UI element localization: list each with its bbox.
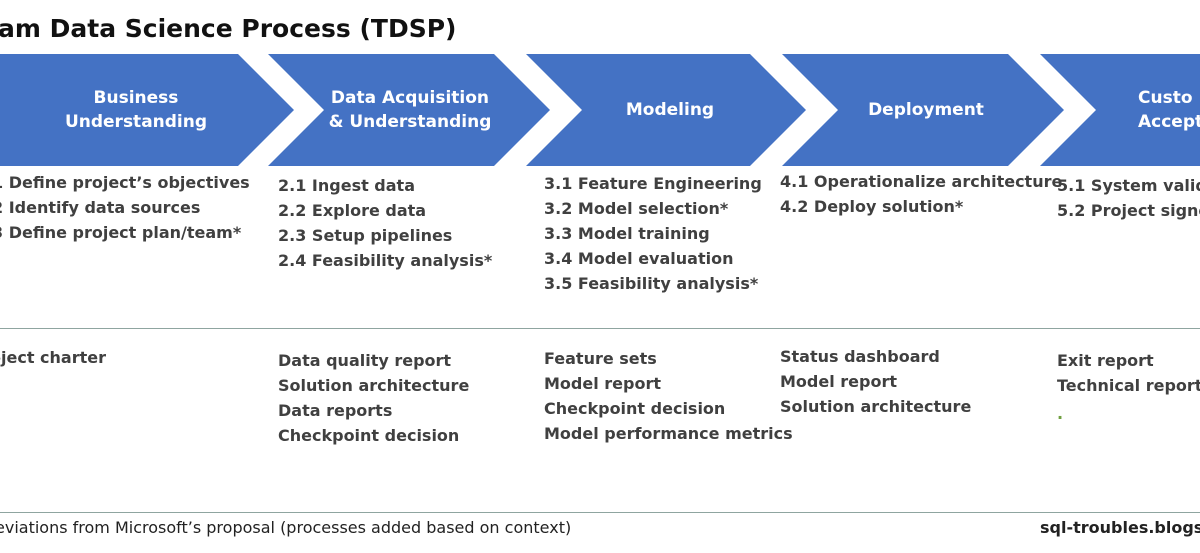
deliverable-item: Exit report: [1057, 351, 1154, 370]
step-item: 3 Define project plan/team*: [0, 223, 242, 242]
deliverables-data-acquisition: Data quality report Solution architectur…: [278, 348, 469, 448]
step-item: 2.3 Setup pipelines: [278, 226, 453, 245]
deliverables-business-understanding: oject charter: [0, 345, 106, 370]
footer-site: sql-troubles.blogsp: [1040, 518, 1200, 537]
deliverable-item: Model performance metrics: [544, 424, 793, 443]
deliverables-deployment: Status dashboard Model report Solution a…: [780, 344, 971, 419]
step-item: 2.1 Ingest data: [278, 176, 415, 195]
section-divider: [0, 328, 1200, 329]
steps-customer-acceptance: 5.1 System valida 5.2 Project signo: [1057, 173, 1200, 223]
deliverable-item: Data reports: [278, 401, 393, 420]
phase-label-customer-acceptance: Custo Accepta: [1138, 88, 1200, 132]
deliverables-modeling: Feature sets Model report Checkpoint dec…: [544, 346, 793, 446]
deliverable-item: Checkpoint decision: [278, 426, 460, 445]
step-item: 3.4 Model evaluation: [544, 249, 734, 268]
deliverable-item: Checkpoint decision: [544, 399, 726, 418]
step-item: 4.1 Operationalize architecture: [780, 172, 1063, 191]
phase-arrow-2: [268, 54, 550, 166]
step-item: 1 Define project’s objectives: [0, 173, 250, 192]
step-item: 3.1 Feature Engineering: [544, 174, 762, 193]
deliverable-item: Model report: [544, 374, 661, 393]
step-item: 5.1 System valida: [1057, 176, 1200, 195]
phase-label-deployment: Deployment: [868, 100, 984, 120]
green-dot: .: [1057, 404, 1064, 423]
steps-data-acquisition: 2.1 Ingest data 2.2 Explore data 2.3 Set…: [278, 173, 492, 273]
footer-note: eviations from Microsoft’s proposal (pro…: [0, 518, 572, 537]
step-item: 2 Identify data sources: [0, 198, 201, 217]
footer-divider: [0, 512, 1200, 513]
phase-arrow-3: [526, 54, 806, 166]
deliverable-item: Solution architecture: [780, 397, 972, 416]
deliverables-customer-acceptance: Exit report Technical report: [1057, 348, 1200, 398]
step-item: 5.2 Project signo: [1057, 201, 1200, 220]
diagram-title: am Data Science Process (TDSP): [0, 14, 457, 43]
phase-arrow-1: [0, 54, 294, 166]
deliverable-item: Data quality report: [278, 351, 452, 370]
phase-label-data-acquisition: Data Acquisition & Understanding: [328, 88, 492, 132]
deliverable-item: oject charter: [0, 348, 106, 367]
step-item: 4.2 Deploy solution*: [780, 197, 964, 216]
step-item: 3.3 Model training: [544, 224, 710, 243]
deliverable-item: Feature sets: [544, 349, 657, 368]
step-item: 2.4 Feasibility analysis*: [278, 251, 493, 270]
step-item: 3.2 Model selection*: [544, 199, 729, 218]
step-item: 3.5 Feasibility analysis*: [544, 274, 759, 293]
steps-modeling: 3.1 Feature Engineering 3.2 Model select…: [544, 171, 762, 296]
deliverable-item: Technical report: [1057, 376, 1200, 395]
phase-arrow-4: [782, 54, 1064, 166]
deliverable-item: Solution architecture: [278, 376, 470, 395]
step-item: 2.2 Explore data: [278, 201, 427, 220]
steps-business-understanding: 1 Define project’s objectives 2 Identify…: [0, 170, 250, 245]
phase-label-business-understanding: Business Understanding: [64, 88, 208, 132]
deliverable-item: Model report: [780, 372, 897, 391]
phase-arrow-5: [1040, 54, 1200, 166]
steps-deployment: 4.1 Operationalize architecture 4.2 Depl…: [780, 169, 1062, 219]
deliverable-item: Status dashboard: [780, 347, 940, 366]
phase-label-modeling: Modeling: [625, 100, 715, 120]
